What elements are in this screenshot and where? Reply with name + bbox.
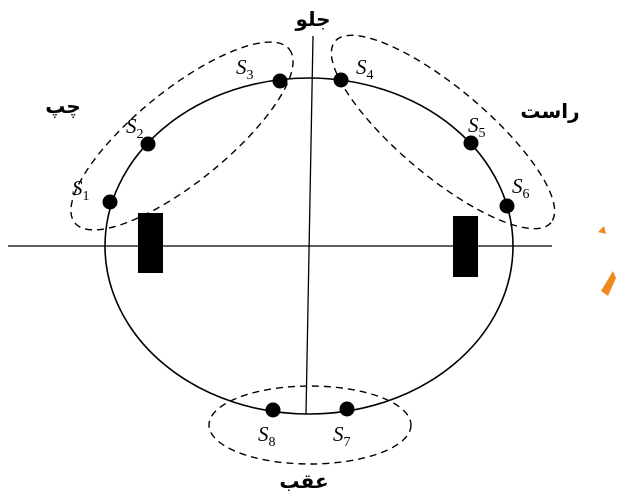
orange-mark-small xyxy=(598,226,606,234)
front-label: جلو xyxy=(294,7,330,31)
sensor-s1-label: S1 xyxy=(72,176,90,204)
sensor-s5-dot xyxy=(463,135,479,151)
sensor-s8-label: S8 xyxy=(258,422,276,450)
sensor-s6-label: S6 xyxy=(512,174,530,202)
back-label: عقب xyxy=(279,469,328,493)
sensor-s3-label: S3 xyxy=(236,55,254,83)
sensor-s8-dot xyxy=(265,402,281,418)
sensor-s1-dot xyxy=(102,194,118,210)
robot-body-outline xyxy=(104,77,514,415)
sensor-s5-label: S5 xyxy=(468,113,486,141)
vertical-axis xyxy=(305,35,314,415)
right-sensor-group xyxy=(330,34,556,230)
sensor-s4-label: S4 xyxy=(356,55,374,83)
sensor-s2-dot xyxy=(140,136,156,152)
left-sensor-group xyxy=(70,41,294,231)
sensor-s6-dot xyxy=(499,198,515,214)
rear-sensor-group xyxy=(208,385,412,465)
right-wheel xyxy=(453,216,478,277)
orange-mark-large xyxy=(601,271,616,296)
left-label: چپ xyxy=(45,94,81,119)
sensor-s7-label: S7 xyxy=(333,422,351,450)
sensor-s7-dot xyxy=(339,401,355,417)
sensor-s3-dot xyxy=(272,73,288,89)
sensor-s4-dot xyxy=(333,72,349,88)
left-wheel xyxy=(138,213,163,273)
sensor-s2-label: S2 xyxy=(126,114,144,142)
right-label: راست xyxy=(520,99,579,123)
